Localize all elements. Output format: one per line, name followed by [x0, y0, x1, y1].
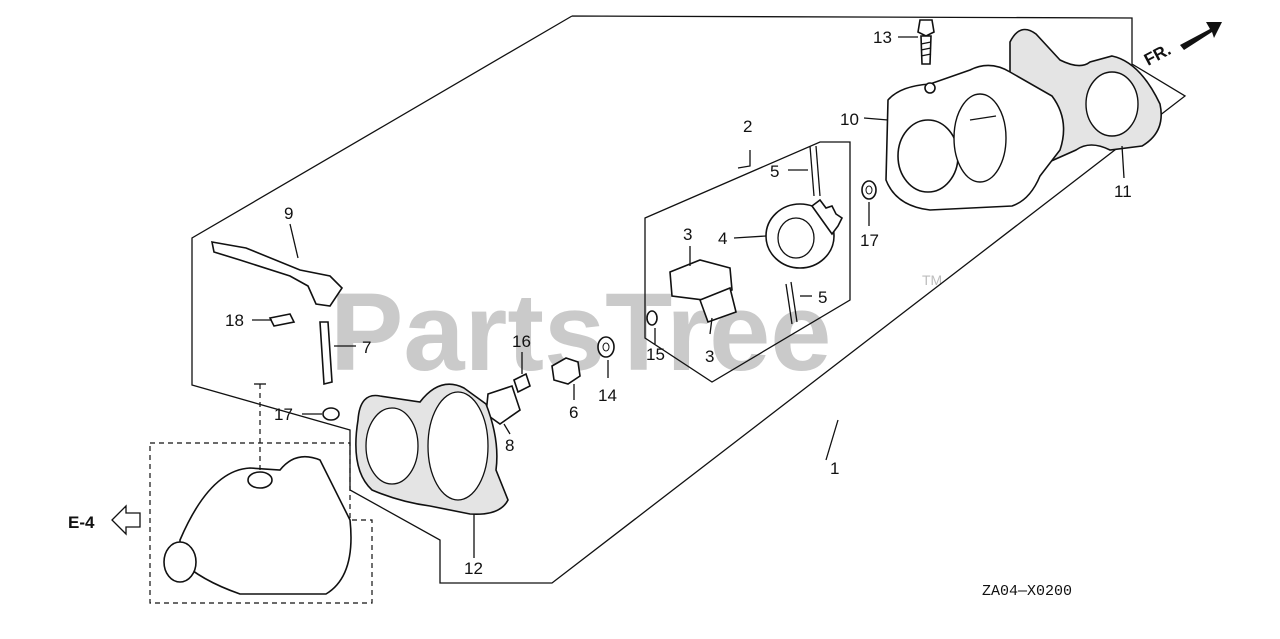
screw-13 [917, 19, 935, 65]
callout-17-left: 17 [274, 405, 293, 424]
callout-17-right: 17 [860, 231, 879, 250]
gear-4-hub [777, 217, 815, 259]
callout-6: 6 [569, 403, 578, 422]
callout-12: 12 [464, 559, 483, 578]
bolt-18 [268, 313, 296, 327]
leader-4 [733, 235, 767, 239]
callout-5a: 5 [770, 162, 779, 181]
leader-1 [825, 419, 839, 461]
gear-4-teeth [810, 198, 844, 236]
callout-16: 16 [512, 332, 531, 351]
assembly-outline [191, 15, 1187, 584]
throttle-bore [897, 119, 959, 193]
watermark-text: PartsTree [330, 271, 831, 394]
shaft-6 [551, 357, 581, 385]
oring-15 [646, 310, 658, 326]
gasket-11-hole [1085, 71, 1139, 137]
subassembly-outline [644, 141, 851, 383]
leader-3b [709, 317, 713, 335]
gasket-12-hole-2 [427, 391, 489, 501]
callout-4: 4 [718, 229, 727, 248]
throttle-bore-2 [953, 93, 1007, 183]
screw-thread [920, 53, 932, 57]
pin-5-top [809, 145, 815, 197]
callout-10: 10 [840, 110, 859, 129]
callout-2: 2 [743, 117, 752, 136]
screw-thread [920, 47, 932, 51]
callout-3b: 3 [705, 347, 714, 366]
pin-5-bottom [785, 283, 793, 325]
screw-thread [920, 41, 932, 45]
screw-16 [513, 372, 531, 394]
diagram-code: ZA04—X0200 [982, 583, 1072, 600]
callout-11: 11 [1114, 182, 1132, 201]
housing-e4 [179, 455, 352, 595]
rod-7 [319, 321, 333, 386]
callout-9: 9 [284, 204, 293, 223]
watermark-tm: TM [922, 272, 942, 288]
e4-reference-box [149, 442, 373, 604]
leader-2 [737, 150, 751, 169]
leader-9 [289, 223, 299, 259]
washer-17-left [322, 407, 340, 421]
leader-8 [503, 423, 511, 435]
callout-15: 15 [646, 345, 665, 364]
clip-3 [669, 259, 733, 301]
pin-5-top-edge [815, 145, 821, 197]
callout-18: 18 [225, 311, 244, 330]
leader-10 [863, 117, 889, 121]
gasket-12-hole [365, 407, 419, 485]
fr-label: FR. [1141, 40, 1174, 70]
housing-e4-port [163, 541, 197, 583]
fr-arrow-icon [1180, 22, 1222, 50]
housing-e4-boss [247, 471, 273, 489]
housing-bolt-hole [924, 82, 936, 94]
callout-8: 8 [505, 436, 514, 455]
washer-14-hole [602, 342, 610, 352]
leader-11 [1121, 145, 1125, 179]
callout-14: 14 [598, 386, 617, 405]
ref-e4-label: E-4 [68, 513, 95, 532]
callout-13: 13 [873, 28, 892, 47]
clip-3-lower [698, 286, 737, 324]
washer-17-right-hole [865, 185, 873, 195]
throttle-shaft [969, 115, 997, 121]
callout-7: 7 [362, 338, 371, 357]
lever-9 [210, 241, 344, 307]
pin-5-bottom-edge [790, 281, 798, 323]
left-arrow-icon [111, 504, 141, 536]
callout-3a: 3 [683, 225, 692, 244]
callout-1: 1 [830, 459, 839, 478]
callout-5b: 5 [818, 288, 827, 307]
